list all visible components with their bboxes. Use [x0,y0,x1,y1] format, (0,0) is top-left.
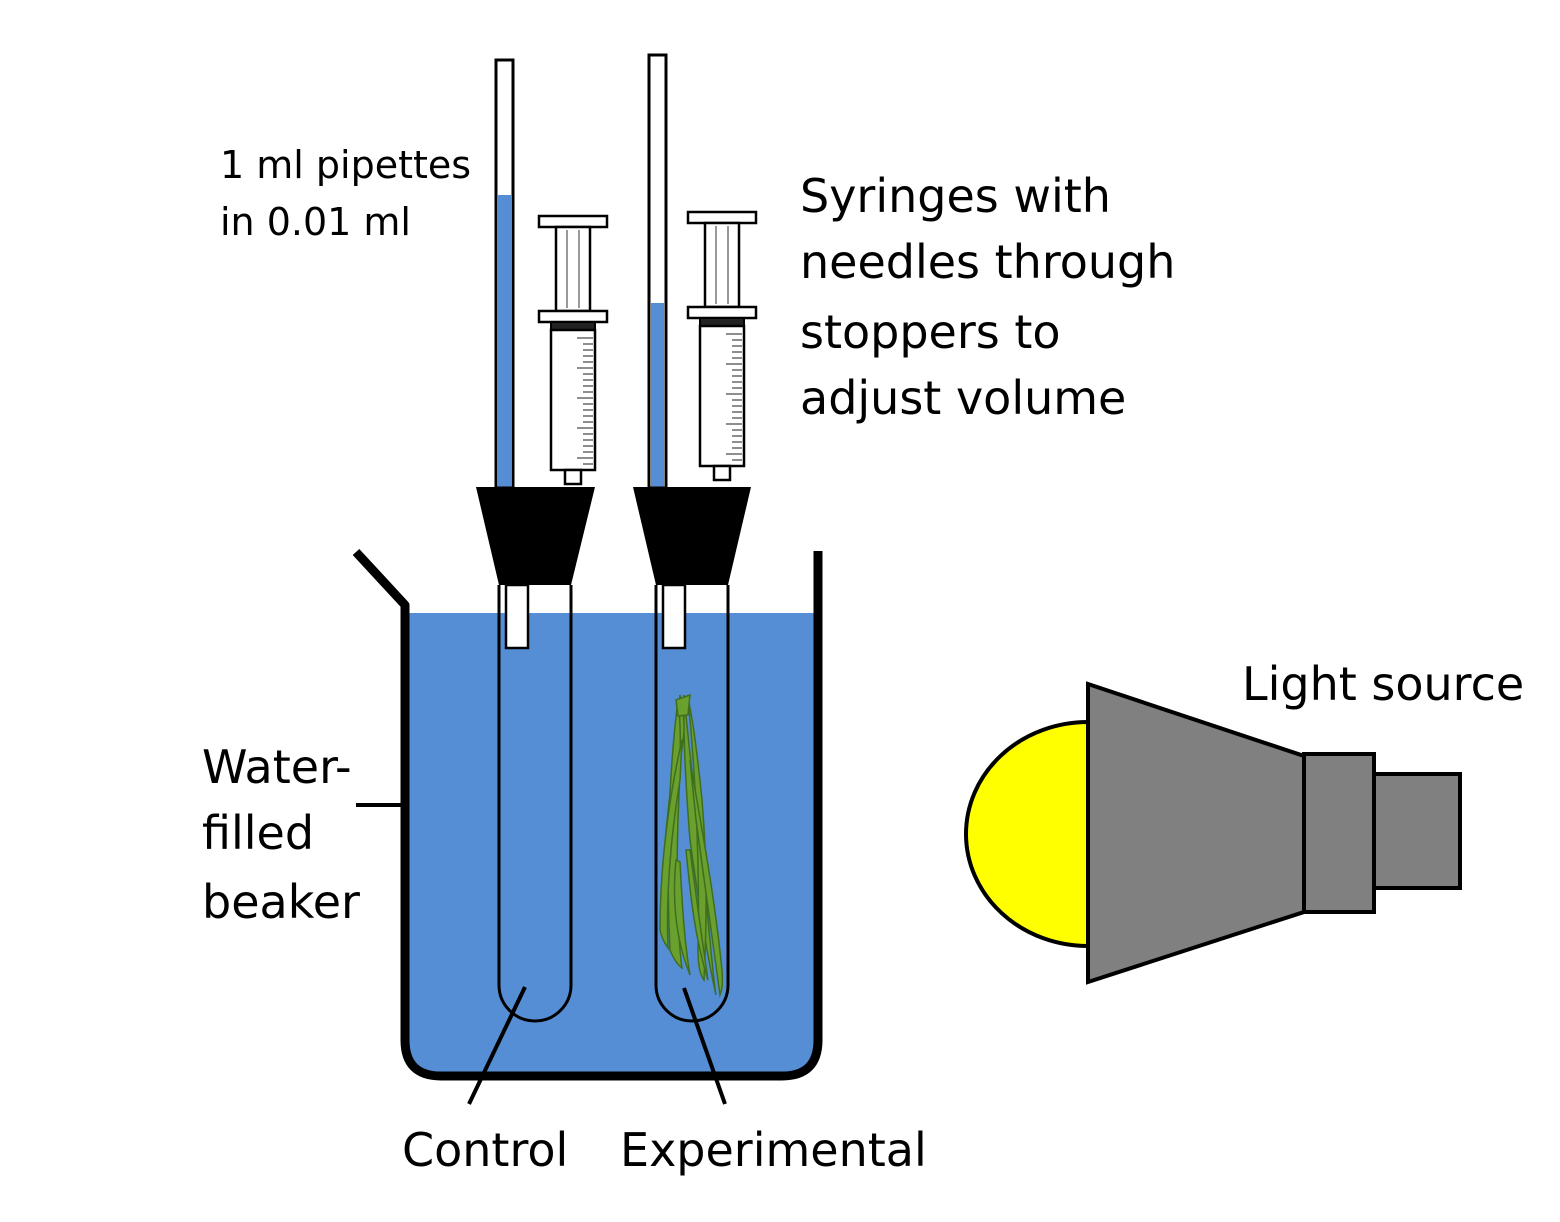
syringe-plunger-rod [703,221,741,309]
syringe-flange [537,309,609,324]
syringe-barrel [698,324,746,468]
experimental-tube-glass [654,585,730,1023]
beaker-water [405,613,818,1074]
syringes-label-line4: adjust volume [800,371,1126,425]
control-tube-glass [497,585,573,1023]
lamp-base [1372,772,1462,890]
control-stopper [476,487,595,585]
syringes-label-line3: stoppers to [800,305,1061,359]
pipettes-label-line1: 1 ml pipettes [220,143,471,187]
experimental-stopper [633,487,751,585]
control-syringe [537,214,609,486]
light-source [964,681,1462,985]
experimental-pipette-water [651,303,664,488]
control-pipette-tube [494,58,515,490]
lamp-reflector [1086,681,1306,985]
syringe-barrel [549,328,597,472]
beaker [352,548,823,1081]
beaker-outline [352,548,823,1081]
syringe-plunger-rod [554,225,592,313]
beaker-label-line2: filled [202,806,314,860]
beaker-label-line1: Water- [202,740,352,794]
lamp-neck [1302,752,1376,914]
beaker-label-line3: beaker [202,875,360,929]
experimental-pipette [647,53,668,490]
control-label: Control [402,1123,568,1177]
control-pipette [494,58,515,490]
experimental-inner-tube [661,583,687,650]
syringe-thumb-press [537,214,609,229]
syringes-label-line2: needles through [800,235,1175,289]
control-pipette-water [498,195,511,487]
experimental-label: Experimental [620,1123,927,1177]
pipettes-label-line2: in 0.01 ml [220,200,411,244]
syringe-thumb-press [686,210,758,225]
experimental-leader-line [682,987,727,1105]
control-inner-tube [504,583,530,650]
light-bulb-icon [964,719,1090,949]
syringe-tip [563,468,583,486]
syringes-label-line1: Syringes with [800,169,1111,223]
experimental-pipette-tube [647,53,668,490]
control-leader-line [467,986,527,1105]
light-source-label: Light source [1242,657,1524,711]
syringe-flange [686,305,758,320]
syringe-tip [712,464,732,482]
aquatic-plant-icon [659,693,724,998]
experimental-syringe [686,210,758,482]
